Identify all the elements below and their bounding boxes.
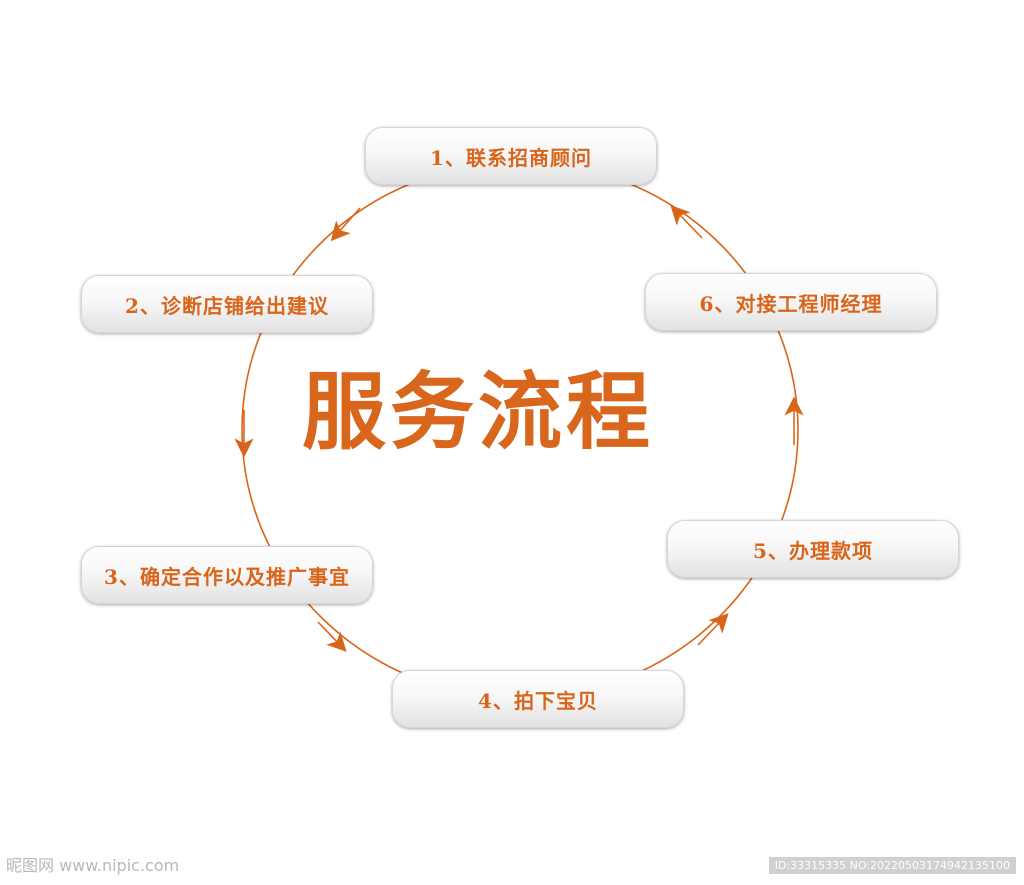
arrow-1-to-2	[330, 207, 361, 242]
step-box-5: 5、办理款项	[667, 520, 959, 578]
step-box-1: 1、联系招商顾问	[365, 127, 657, 185]
step-label-1: 1、联系招商顾问	[430, 145, 592, 170]
step-box-2: 2、诊断店铺给出建议	[81, 275, 373, 333]
step-label-3: 3、确定合作以及推广事宜	[104, 564, 350, 589]
watermark-site: 昵图网 www.nipic.com	[6, 856, 180, 875]
arrow-4-to-5	[697, 613, 729, 646]
watermark-id: ID:33315335 NO:20220503174942135100	[768, 857, 1016, 874]
step-label-5: 5、办理款项	[753, 538, 873, 563]
step-box-4: 4、拍下宝贝	[392, 670, 684, 728]
step-box-6: 6、对接工程师经理	[645, 273, 937, 331]
step-label-6: 6、对接工程师经理	[699, 291, 883, 316]
arrow-6-to-1	[670, 205, 703, 239]
step-label-2: 2、诊断店铺给出建议	[125, 293, 329, 318]
step-box-3: 3、确定合作以及推广事宜	[81, 546, 373, 604]
diagram-title: 服务流程	[302, 362, 655, 461]
step-label-4: 4、拍下宝贝	[478, 688, 598, 713]
arrow-3-to-4	[317, 621, 347, 652]
